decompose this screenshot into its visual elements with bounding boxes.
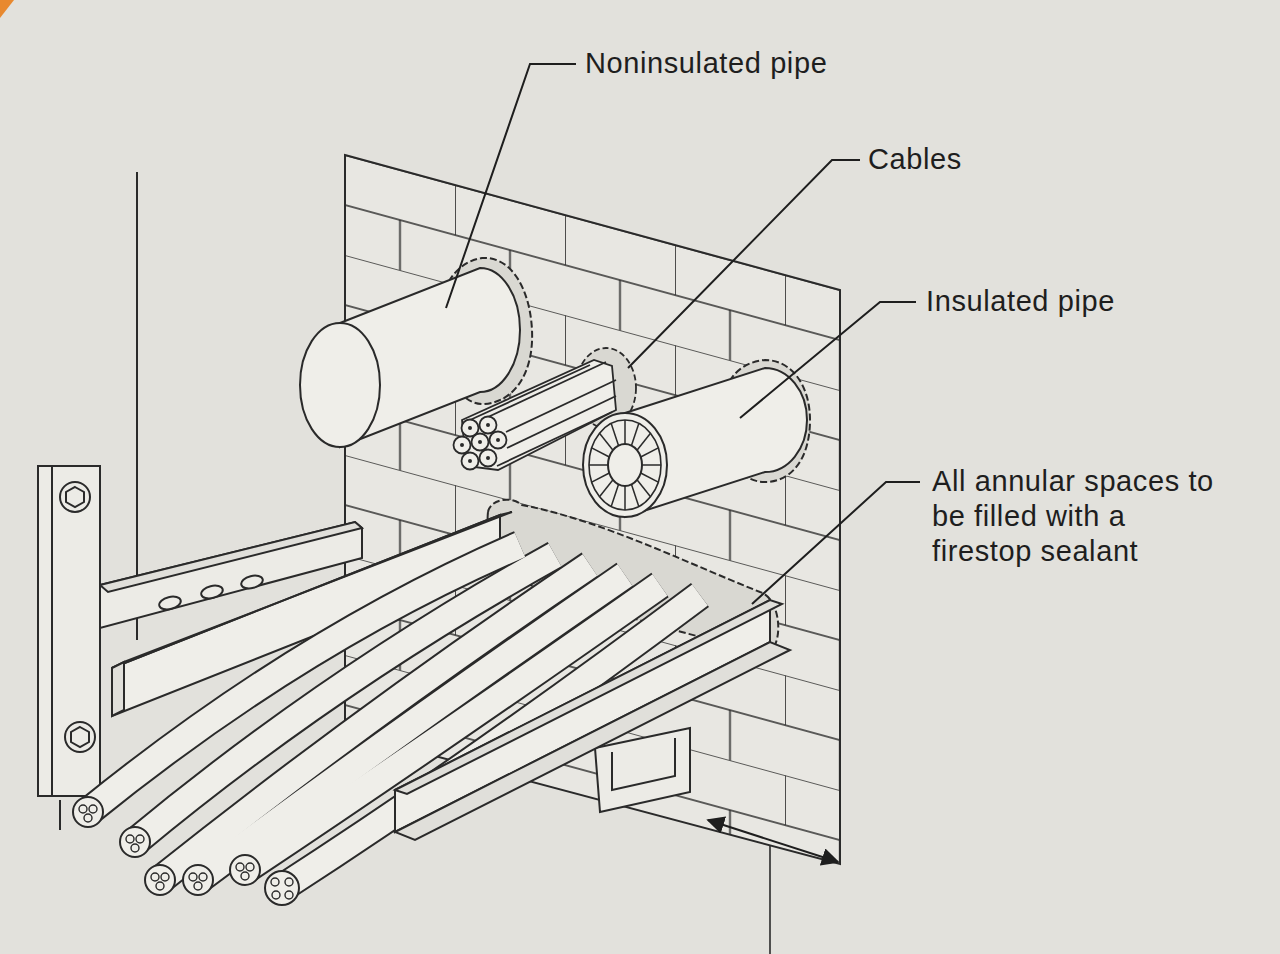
cable-bundle — [470, 365, 590, 420]
cable-ends — [199, 873, 207, 881]
support-bracket — [60, 482, 90, 512]
insulated-pipe — [589, 420, 661, 510]
dimension-arrow — [708, 820, 838, 862]
cable-ends — [156, 882, 164, 890]
cable-bundle — [486, 423, 490, 427]
support-bracket — [51, 466, 53, 796]
callout-label: All annular spaces to be filled with a f… — [932, 464, 1232, 569]
page-corner — [0, 0, 14, 18]
cable-ends — [265, 871, 299, 905]
page-corner — [0, 0, 14, 18]
cable-ends — [189, 873, 197, 881]
insulated-pipe — [592, 448, 610, 457]
cable-ends — [241, 872, 249, 880]
cable-bundle — [490, 432, 507, 449]
cable-ends — [79, 805, 293, 899]
cable-ends — [272, 891, 280, 899]
cable-bundle — [460, 423, 500, 463]
cable-bundle — [496, 438, 500, 442]
insulated-pipe — [641, 448, 659, 457]
support-bracket — [71, 727, 89, 747]
insulated-pipe — [583, 413, 667, 517]
leader-line — [446, 64, 576, 308]
insulated-pipe — [637, 433, 651, 450]
cable-ends — [161, 873, 169, 881]
cable-bundle — [472, 434, 489, 451]
cable-ends — [73, 797, 103, 827]
callout-label: Insulated pipe — [926, 284, 1115, 319]
cable-ends — [236, 863, 244, 871]
strut-channel — [612, 738, 675, 790]
cable-bundle — [468, 459, 472, 463]
insulated-pipe — [642, 464, 661, 466]
insulated-pipe — [600, 433, 614, 450]
noninsulated-pipe — [300, 323, 380, 447]
insulated-pipe — [592, 473, 610, 482]
insulated-pipe — [589, 420, 661, 510]
insulated-pipe — [600, 480, 614, 497]
insulated-pipe — [624, 486, 626, 510]
support-bracket — [158, 595, 182, 612]
cable-bundle — [460, 443, 464, 447]
leader-line — [740, 302, 916, 418]
insulated-pipe — [583, 360, 810, 517]
tray-front-rail — [395, 642, 790, 840]
cable-bundle — [480, 450, 497, 467]
cable-bundle — [486, 456, 490, 460]
cable-ends — [183, 865, 213, 895]
callout-label: Cables — [868, 142, 962, 177]
cable-ends — [151, 873, 159, 881]
dimension-arrow — [708, 820, 838, 862]
cable-ends — [126, 835, 134, 843]
insulated-pipe — [624, 420, 626, 444]
wall-edge-line — [59, 800, 61, 830]
support-bracket — [200, 584, 224, 601]
insulated-pipe — [632, 484, 639, 506]
cable-ends — [84, 814, 92, 822]
leader-line — [628, 160, 860, 368]
cable-bundle — [454, 437, 471, 454]
support-bracket — [65, 722, 95, 752]
insulated-pipe — [611, 423, 618, 445]
insulated-pipe — [641, 473, 659, 482]
cable-ends — [120, 827, 150, 857]
insulated-pipe — [611, 484, 618, 506]
insulated-pipe — [608, 444, 642, 486]
cable-ends — [285, 891, 293, 899]
cable-ends — [79, 805, 87, 813]
cable-bundle — [480, 417, 497, 434]
cable-ends — [230, 855, 260, 885]
cable-ends — [131, 844, 139, 852]
insulated-pipe — [632, 423, 639, 445]
cable-bundle — [462, 453, 479, 470]
leader-line — [446, 64, 920, 604]
cable-ends — [246, 863, 254, 871]
cable-bundle — [454, 417, 507, 470]
support-bracket — [66, 487, 84, 507]
insulated-pipe — [637, 480, 651, 497]
tray-back-rail — [112, 662, 124, 716]
tray-front-rail — [395, 600, 782, 794]
cable-ends — [194, 882, 202, 890]
cable-ends — [136, 835, 144, 843]
support-bracket — [100, 522, 362, 592]
cable-ends — [73, 797, 299, 905]
callout-label: Noninsulated pipe — [585, 46, 827, 81]
cable-bundle — [468, 426, 472, 430]
support-bracket — [240, 574, 264, 591]
cable-ends — [285, 878, 293, 886]
cable-ends — [145, 865, 175, 895]
insulated-pipe — [589, 464, 608, 466]
cable-bundle — [478, 440, 482, 444]
cable-ends — [89, 805, 97, 813]
brick-wall — [769, 846, 771, 954]
wall-edge-line — [136, 172, 138, 640]
tray-front-rail — [395, 600, 790, 840]
leader-line — [752, 482, 920, 604]
support-bracket — [38, 466, 100, 796]
cable-ends — [271, 878, 279, 886]
